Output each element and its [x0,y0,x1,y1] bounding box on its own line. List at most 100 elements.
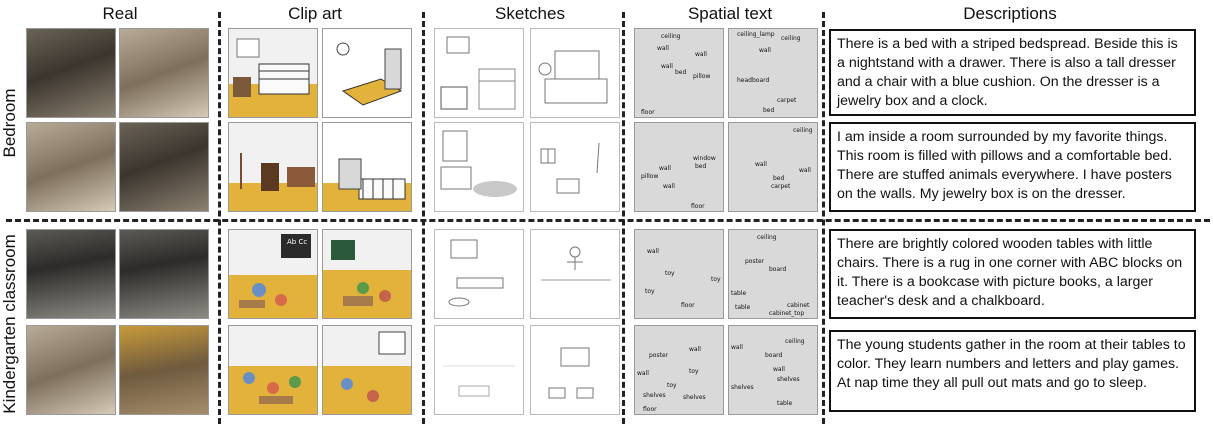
clip-art-classroom-scene [229,326,317,414]
spatial-word: toy [711,276,721,283]
spatial-word: toy [645,288,655,295]
spatial-word: bed [773,175,785,182]
spatial-word: bed [763,107,775,114]
spatial-word: shelves [777,376,800,383]
spatial-word: carpet [771,183,791,190]
spatial-word: wall [657,45,669,52]
spatial-word: wall [659,165,671,172]
sketch-classroom-drawing [548,347,594,399]
spatial-word: table [777,400,793,407]
sketch-classroom-3 [434,325,524,415]
clip-art-bedroom-3 [228,122,318,212]
description-classroom-1: There are brightly colored wooden tables… [829,229,1196,319]
spatial-word: shelves [643,392,666,399]
spatial-word: poster [745,258,765,265]
real-photo-bedroom-3 [26,122,116,212]
spatial-text-classroom-1: wall toy toy floor toy [634,229,724,319]
column-header-real: Real [102,4,138,23]
spatial-word: wall [663,183,675,190]
clip-art-bedroom-scene [229,29,317,117]
sketch-classroom-drawing [448,239,504,307]
spatial-word: bed [695,163,707,170]
sketch-bedroom-drawing [540,142,600,194]
spatial-word: ceiling [793,127,813,134]
spatial-text-bedroom-3: window bed wall pillow wall floor [634,122,724,212]
clip-art-classroom-4 [322,325,412,415]
row-label-kindergarten-classroom: Kindergarten classroom [0,234,19,414]
spatial-word: table [735,304,751,311]
spatial-word: ceiling_lamp [737,31,775,38]
spatial-word: ceiling [757,234,777,241]
spatial-text-classroom-4: ceiling wall board wall shelves shelves … [728,325,818,415]
spatial-word: floor [691,203,705,210]
separator-vertical [422,12,425,424]
spatial-word: board [765,352,783,359]
clip-art-classroom-3 [228,325,318,415]
description-bedroom-1: There is a bed with a striped bedspread.… [829,29,1196,116]
sketch-classroom-drawing [541,246,611,281]
spatial-word: poster [649,352,669,359]
spatial-text-bedroom-2: ceiling_lamp ceiling wall headboard carp… [728,28,818,118]
spatial-text-bedroom-1: ceiling wall wall wall bed pillow floor [634,28,724,118]
real-photo-classroom-3 [26,325,116,415]
spatial-word: board [769,266,787,273]
clip-art-bedroom-1 [228,28,318,118]
sketch-bedroom-3 [434,122,524,212]
sketch-classroom-drawing [443,365,515,397]
spatial-word: wall [647,248,659,255]
spatial-word: cabinet [787,302,810,309]
real-photo-bedroom-2 [119,28,209,118]
spatial-word: shelves [683,394,706,401]
spatial-word: pillow [641,173,659,180]
spatial-word: wall [799,167,811,174]
spatial-word: headboard [737,77,770,84]
spatial-word: floor [681,302,695,309]
real-photo-classroom-4 [119,325,209,415]
spatial-word: carpet [777,97,797,104]
spatial-text-classroom-3: wall poster wall toy shelves toy shelves… [634,325,724,415]
spatial-word: ceiling [781,35,801,42]
sketch-bedroom-drawing [440,130,517,197]
clip-art-classroom-scene [229,230,317,318]
real-photo-classroom-1 [26,229,116,319]
spatial-word: window [693,155,716,162]
spatial-word: wall [689,346,701,353]
spatial-word: wall [759,47,771,54]
spatial-word: wall [773,366,785,373]
real-photo-bedroom-1 [26,28,116,118]
separator-vertical [822,12,825,424]
column-header-descriptions: Descriptions [963,4,1057,23]
separator-vertical [218,12,221,424]
spatial-word: ceiling [661,33,681,40]
real-photo-classroom-2 [119,229,209,319]
spatial-word: ceiling [785,338,805,345]
clip-art-bedroom-scene [323,123,411,211]
spatial-word: shelves [731,384,754,391]
spatial-word: toy [667,382,677,389]
spatial-word: floor [641,109,655,116]
clip-art-classroom-scene [323,326,411,414]
sketch-classroom-2 [530,229,620,319]
separator-horizontal [6,219,1210,222]
column-header-sketches: Sketches [495,4,565,23]
clip-art-bedroom-scene [323,29,411,117]
clip-art-classroom-2 [322,229,412,319]
spatial-text-bedroom-4: ceiling wall wall bed carpet [728,122,818,212]
sketch-bedroom-1 [434,28,524,118]
sketch-bedroom-2 [530,28,620,118]
spatial-word: wall [731,344,743,351]
spatial-word: pillow [693,73,711,80]
clip-art-bedroom-2 [322,28,412,118]
separator-vertical [622,12,625,424]
spatial-word: bed [675,69,687,76]
sketch-bedroom-drawing [538,50,608,104]
sketch-classroom-1 [434,229,524,319]
spatial-word: toy [665,270,675,277]
column-header-clip-art: Clip art [288,4,342,23]
clip-art-sign-text: Ab Cc [287,238,308,246]
spatial-word: cabinet_top [769,310,805,317]
row-label-bedroom: Bedroom [0,88,19,158]
sketch-bedroom-4 [530,122,620,212]
clip-art-bedroom-scene [229,123,317,211]
description-bedroom-2: I am inside a room surrounded by my favo… [829,122,1196,212]
